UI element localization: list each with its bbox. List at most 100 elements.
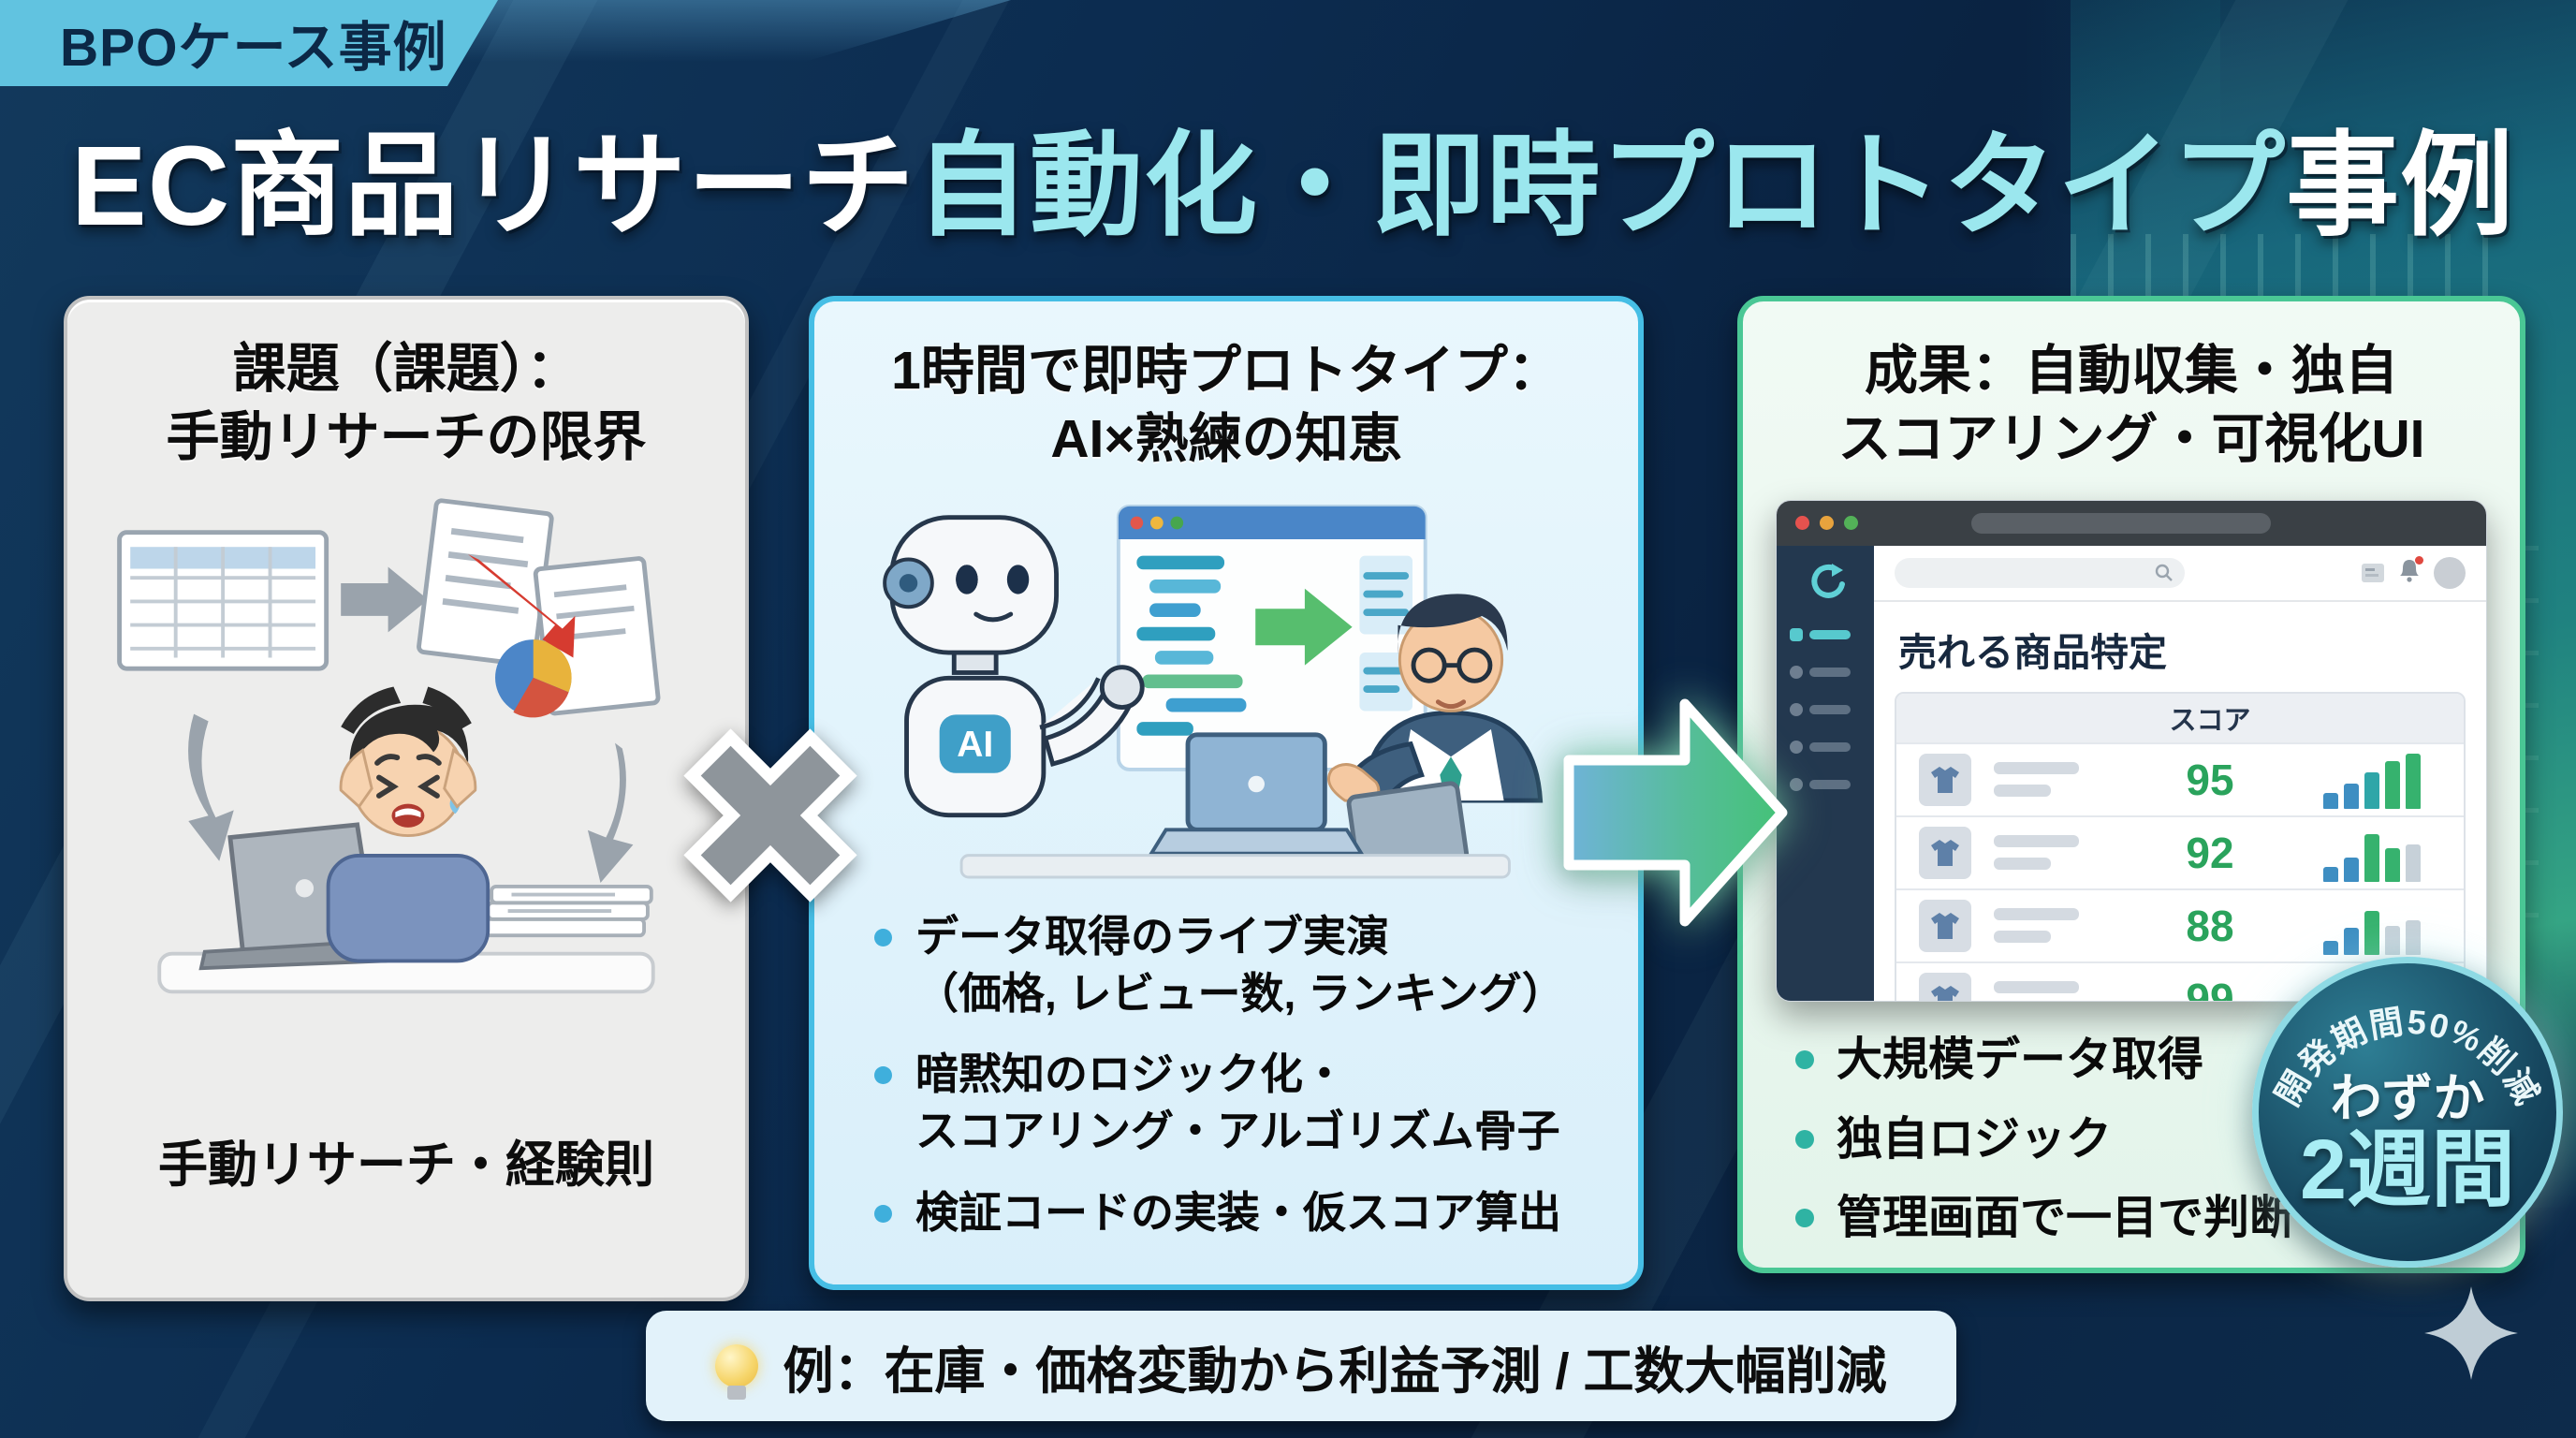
- minimize-traffic-light: [1820, 516, 1834, 531]
- process-bullet: 検証コードの実装・仮スコア算出: [874, 1184, 1595, 1241]
- page-title: EC商品リサーチ自動化・即時プロトタイプ事例: [71, 94, 2514, 257]
- header-diagonal-band: [449, 0, 1011, 62]
- search-icon: [2155, 564, 2173, 581]
- panel-problem-caption: 手動リサーチ・経験則: [158, 1137, 654, 1193]
- score-value: 95: [2186, 755, 2234, 804]
- badge-line-2: 2週間: [2299, 1123, 2516, 1217]
- result-bullet: 大規模データ取得: [1795, 1030, 2492, 1091]
- table-row: 88: [1896, 888, 2464, 961]
- card-icon: [2362, 563, 2384, 582]
- mini-bar-chart: [2280, 897, 2464, 955]
- paper-stack-icon: [482, 884, 653, 938]
- mini-bar: [2344, 928, 2359, 955]
- duration-metric-badge: 開発期間50%削減 わずか 2週間: [2252, 957, 2563, 1268]
- score-value: 92: [2186, 828, 2234, 877]
- mockup-sidebar: [1777, 545, 1874, 1001]
- stressed-researcher-illustration: [117, 498, 661, 994]
- process-bullet-list: データ取得のライブ実演 （価格, レビュー数, ランキング） 暗黙知のロジック化…: [814, 908, 1638, 1266]
- category-badge: BPOケース事例: [0, 0, 498, 86]
- panel-result-title: 成果：自動収集・独自 スコアリング・可視化UI: [1837, 341, 2425, 469]
- table-row: 92: [1896, 814, 2464, 888]
- mini-bar-chart: [2280, 751, 2464, 809]
- text-placeholder: [1994, 762, 2080, 775]
- panel-process: 1時間で即時プロトタイプ： AI×熟練の知恵: [809, 296, 1644, 1290]
- panel-problem: 課題（課題）： 手動リサーチの限界: [64, 296, 749, 1301]
- window-titlebar: [1777, 500, 2486, 546]
- consultant-illustration: [1327, 594, 1544, 877]
- app-logo-icon: [1811, 563, 1845, 598]
- mini-bar: [2385, 925, 2400, 955]
- title-part-2: 自動化・即時プロトタイプ: [915, 122, 2287, 249]
- text-placeholder: [1994, 908, 2080, 921]
- dashboard-mockup-window: 売れる商品特定 スコア 95: [1776, 499, 2487, 1002]
- process-bullet: データ取得のライブ実演 （価格, レビュー数, ランキング）: [874, 908, 1595, 1021]
- browser-tab-placeholder: [1971, 512, 2271, 534]
- mini-bar: [2385, 847, 2400, 882]
- close-traffic-light: [1795, 516, 1809, 531]
- mini-bar: [2364, 772, 2379, 809]
- sidebar-item-label-placeholder: [1809, 704, 1851, 714]
- sidebar-item: [1790, 777, 1861, 791]
- stressed-person-illustration: [326, 686, 490, 963]
- tshirt-icon: [1919, 972, 1971, 1001]
- tshirt-icon: [1919, 826, 1971, 879]
- sidebar-item-active: [1790, 627, 1861, 641]
- badge-line-1: わずか: [2330, 1069, 2485, 1127]
- robot-hand: [1099, 665, 1145, 710]
- notification-bell-icon: [2398, 556, 2423, 587]
- code-window-icon: [1116, 504, 1427, 771]
- ai-badge: [939, 714, 1011, 773]
- mini-bar-chart: [2280, 824, 2464, 882]
- tshirt-icon: [1919, 899, 1971, 952]
- declining-arrow-icon: [467, 553, 576, 658]
- sidebar-item: [1790, 740, 1861, 754]
- green-arrow-icon: [1255, 588, 1353, 666]
- tshirt-icon: [1919, 753, 1971, 806]
- robot-illustration: AI: [883, 515, 1145, 818]
- result-bullet: 独自ロジック: [1795, 1109, 2492, 1170]
- mini-bar: [2344, 783, 2359, 809]
- desk: [959, 854, 1511, 879]
- sidebar-item-icon: [1790, 702, 1803, 716]
- hand-right: [443, 747, 477, 809]
- mini-bar: [2364, 910, 2379, 955]
- result-bullet-list: 大規模データ取得 独自ロジック 管理画面で一目で判断: [1743, 1030, 2520, 1268]
- mini-bar: [2323, 792, 2338, 809]
- mockup-toolbar: [1874, 546, 2486, 602]
- hand-left: [339, 747, 373, 809]
- zoom-traffic-light: [1844, 516, 1858, 531]
- gray-arrow-down-left-icon: [188, 713, 234, 861]
- text-placeholder: [1994, 835, 2080, 848]
- lightbulb-icon: [715, 1344, 759, 1400]
- mini-bar: [2323, 941, 2338, 955]
- title-part-3: 事例: [2286, 122, 2515, 249]
- background-ticker-bars: [2071, 234, 2520, 296]
- text-placeholder: [1994, 858, 2051, 871]
- text-placeholder: [1994, 785, 2051, 798]
- panel-process-title: 1時間で即時プロトタイプ： AI×熟練の知恵: [891, 341, 1561, 469]
- multiply-cross-icon: [674, 719, 867, 917]
- mini-bar: [2364, 834, 2379, 882]
- flow-arrow-icon: [1561, 683, 1792, 946]
- score-column-header: スコア: [2169, 705, 2251, 736]
- spreadsheet-icon: [117, 530, 329, 671]
- mini-bar: [2406, 754, 2421, 809]
- badge-arc-text: 開発期間50%削減: [2268, 1002, 2546, 1112]
- sidebar-item-label-placeholder: [1809, 667, 1851, 677]
- mini-bar: [2323, 866, 2338, 882]
- gray-arrow-right-icon: [341, 566, 429, 633]
- product-score-table: スコア 95 92: [1895, 691, 2466, 1002]
- sidebar-item-label-placeholder: [1809, 779, 1851, 789]
- text-placeholder: [1994, 981, 2080, 994]
- notification-dot: [2415, 556, 2423, 565]
- sidebar-item-label-placeholder: [1809, 741, 1851, 752]
- score-value: 99: [2186, 974, 2234, 1002]
- mini-bar: [2406, 844, 2421, 882]
- svg-text:AI: AI: [957, 725, 993, 765]
- sidebar-item-label-placeholder: [1809, 629, 1851, 639]
- process-bullet: 暗黙知のロジック化・ スコアリング・アルゴリズム骨子: [874, 1046, 1595, 1159]
- example-footer-bar: 例：在庫・価格変動から利益予測 / 工数大幅削減: [646, 1311, 1956, 1421]
- gray-arrow-down-right-icon: [587, 742, 634, 883]
- table-row: 95: [1896, 741, 2464, 815]
